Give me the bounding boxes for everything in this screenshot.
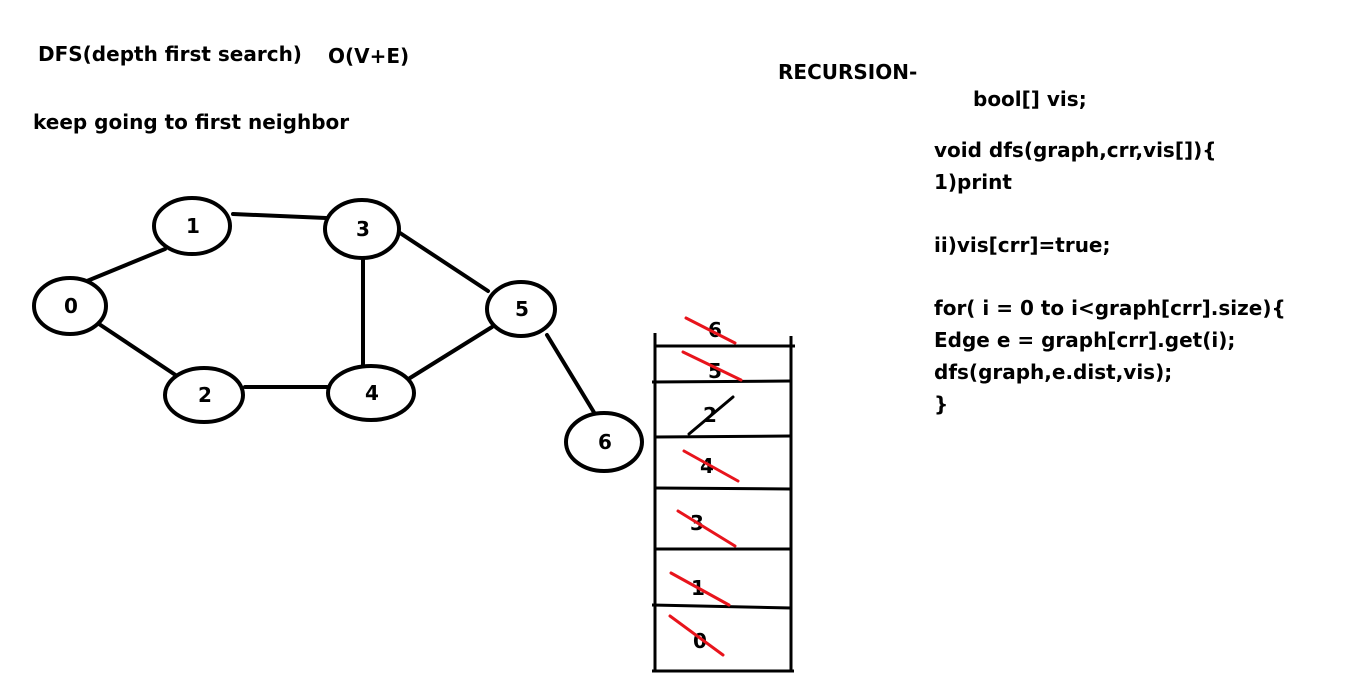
stack-entry-6: 6 <box>684 316 737 345</box>
graph-node-label: 4 <box>365 381 379 405</box>
stack-entry-2: 2 <box>687 395 735 436</box>
stack-entry-1: 1 <box>669 571 731 607</box>
graph-edge-5-6 <box>545 333 597 416</box>
code-line-edge-get: Edge e = graph[crr].get(i); <box>934 328 1236 352</box>
graph-nodes: 0 1 2 3 4 5 6 <box>32 196 644 473</box>
code-line-close-brace: } <box>934 392 949 416</box>
graph-node-circle <box>485 280 557 338</box>
code-line-signature: void dfs(graph,crr,vis[]){ <box>934 138 1217 162</box>
stack-entry-3: 3 <box>676 509 737 548</box>
graph-edge-0-2 <box>94 320 179 378</box>
stack-divider <box>654 486 792 491</box>
code-heading: RECURSION- <box>778 60 918 84</box>
stack-divider <box>651 379 792 384</box>
strikethrough-mark <box>669 571 731 607</box>
graph-node-1: 1 <box>152 196 232 256</box>
graph-node-circle <box>163 366 245 424</box>
stack-entry-label: 4 <box>700 454 714 478</box>
code-line-recursive-call: dfs(graph,e.dist,vis); <box>934 360 1173 384</box>
code-line-vis-decl: bool[] vis; <box>973 87 1087 111</box>
graph-node-circle <box>323 198 401 260</box>
diagram-title: DFS(depth first search) <box>38 42 302 66</box>
code-line-print: 1)print <box>934 170 1012 194</box>
graph-node-2: 2 <box>163 366 245 424</box>
graph-node-label: 5 <box>515 297 529 321</box>
graph-node-0: 0 <box>32 276 108 336</box>
graph-edges <box>85 212 597 416</box>
call-stack <box>651 333 795 673</box>
strikethrough-mark <box>676 509 737 548</box>
strikethrough-mark <box>687 395 735 436</box>
graph-node-circle <box>326 364 416 422</box>
graph-node-5: 5 <box>485 280 557 338</box>
subtitle-text: keep going to first neighbor <box>33 110 350 134</box>
graph-node-label: 0 <box>64 294 78 318</box>
stack-divider <box>654 434 792 439</box>
graph-edge-0-1 <box>85 247 167 283</box>
strikethrough-mark <box>682 449 740 483</box>
graph-node-circle <box>32 276 108 336</box>
graph-node-circle <box>152 196 232 256</box>
stack-divider <box>651 603 792 610</box>
graph-node-6: 6 <box>564 411 644 473</box>
graph-node-label: 6 <box>598 430 612 454</box>
graph-edge-4-5 <box>408 325 494 380</box>
graph-node-label: 3 <box>356 217 370 241</box>
code-line-mark-visited: ii)vis[crr]=true; <box>934 233 1111 257</box>
graph-node-4: 4 <box>326 364 416 422</box>
complexity-label: O(V+E) <box>328 44 410 68</box>
graph-edge-3-5 <box>395 229 490 293</box>
graph-node-circle <box>564 411 644 473</box>
graph-node-3: 3 <box>323 198 401 260</box>
strikethrough-mark <box>684 316 737 345</box>
graph-node-label: 1 <box>186 214 200 238</box>
stack-entry-4: 4 <box>682 449 740 483</box>
code-line-for-loop: for( i = 0 to i<graph[crr].size){ <box>934 296 1286 320</box>
stack-entry-0: 0 <box>668 614 725 657</box>
strikethrough-mark <box>681 350 743 382</box>
graph-edge-1-3 <box>231 212 328 220</box>
stack-entries: 6 5 2 4 3 1 0 <box>668 316 743 657</box>
stack-entry-5: 5 <box>681 350 743 383</box>
strikethrough-mark <box>668 614 725 657</box>
graph-node-label: 2 <box>198 383 212 407</box>
